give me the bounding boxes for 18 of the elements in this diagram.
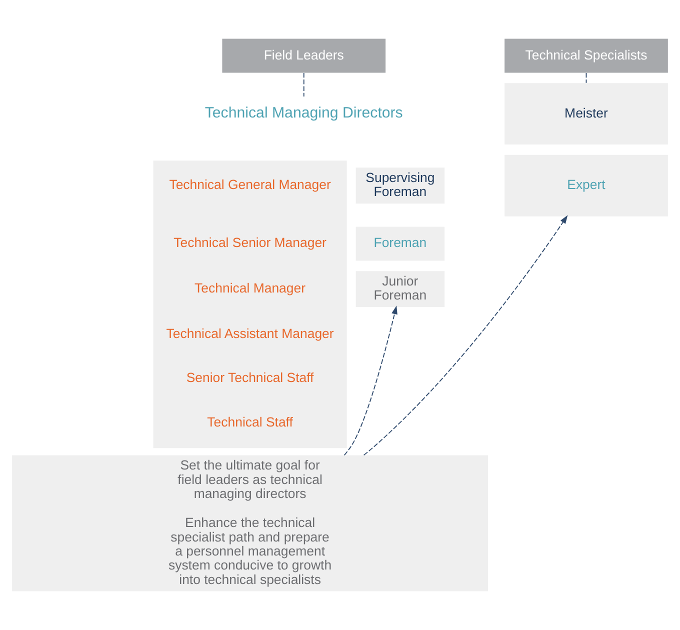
node-text: Technical Staff (207, 414, 293, 430)
node-text: Senior Technical Staff (186, 370, 314, 386)
node-box: Technical Specialists (504, 38, 668, 73)
node-box: Meister (504, 83, 668, 145)
node-text: Technical Manager (194, 280, 306, 296)
node-box: Junior Foreman (356, 271, 445, 307)
arrow (363, 215, 568, 456)
node-box: Expert (504, 154, 668, 216)
arrow (344, 306, 398, 456)
connector (303, 72, 304, 97)
node-text: Technical General Manager (169, 177, 331, 192)
node-text: Technical Senior Manager (174, 235, 326, 250)
node-box: Field Leaders (222, 38, 386, 73)
node-box: Set the ultimate goal for field leaders as technical managing directors Enhance the technical specialist path and prepare a personnel management system conducive to growth into technical specialists (12, 455, 488, 592)
connector (586, 72, 587, 84)
node-text: Technical Assistant Manager (166, 326, 334, 341)
node-text: Technical Managing Directors (204, 104, 403, 122)
cluster (153, 160, 347, 448)
